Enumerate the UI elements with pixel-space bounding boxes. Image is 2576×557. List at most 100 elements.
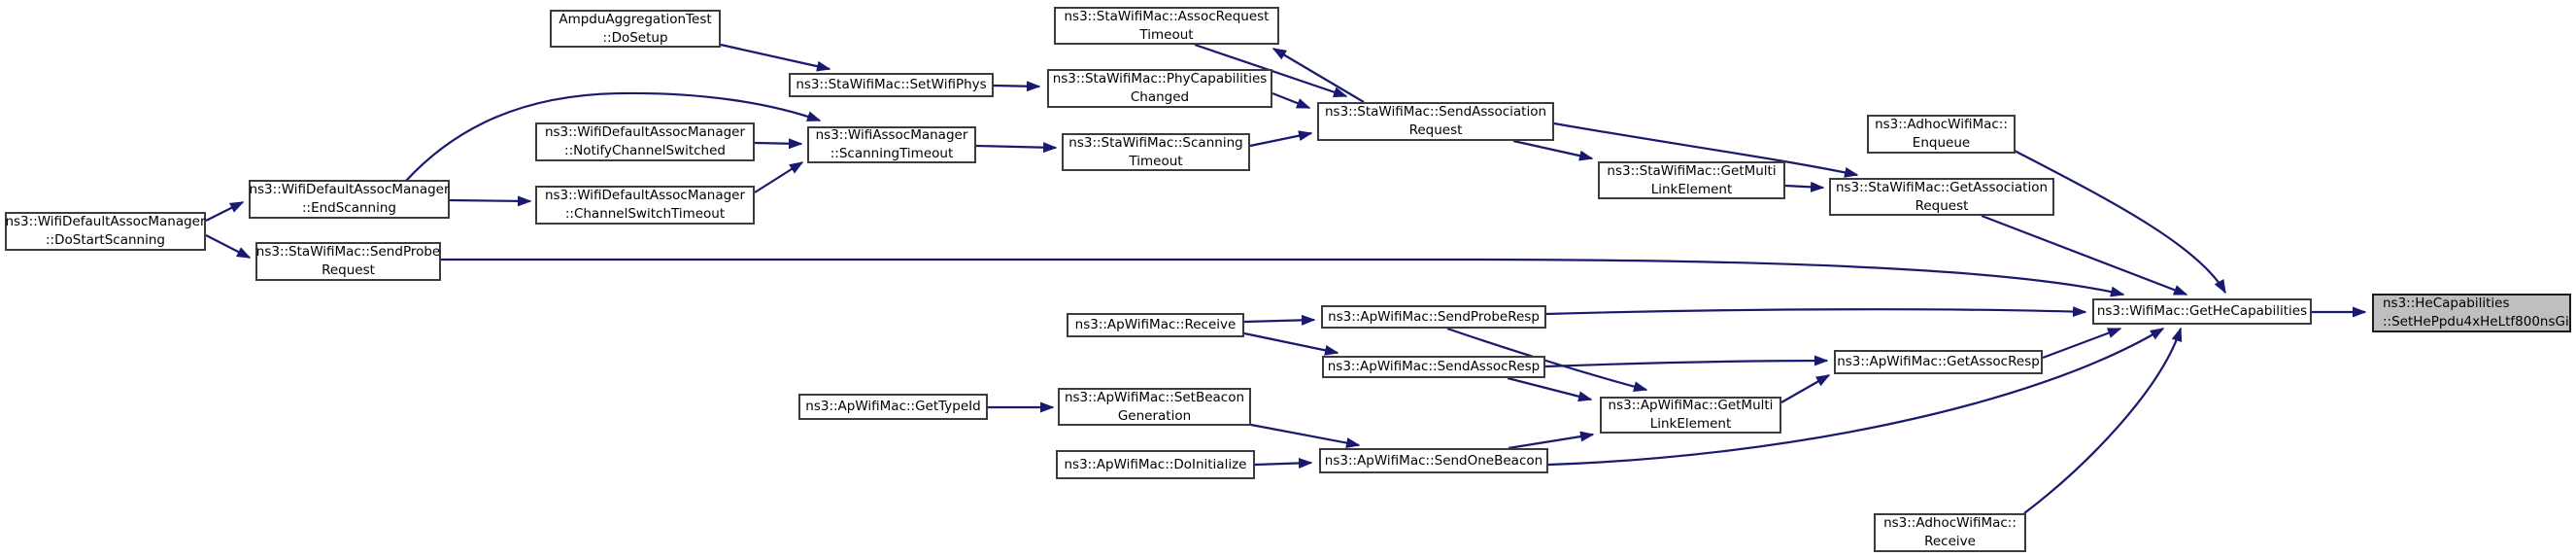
edge-ap-wifi-mac-send-one-beacon--to--wifi-mac-get-he-capabilities: [1547, 328, 2165, 467]
node-label: ns3::WifiDefaultAssocManager: [249, 182, 450, 197]
node-label: ns3::StaWifiMac::GetMulti: [1607, 162, 1777, 179]
edge-ampdu-aggregation-test-do-setup--to--sta-wifi-mac-set-wifi-phys: [720, 43, 831, 72]
node-label: LinkElement: [1649, 416, 1732, 432]
edge-sta-wifi-mac-send-association-request--to--sta-wifi-mac-get-association-request: [1553, 122, 1859, 178]
edge-sta-wifi-mac-send-association-request--to--sta-wifi-mac-get-multi-link-element: [1512, 139, 1594, 161]
node-label: Timeout: [1139, 26, 1194, 43]
node-label: ns3::WifiMac::GetHeCapabilities: [2096, 303, 2308, 319]
wifi-default-assoc-manager-notify-channel-switched-node[interactable]: ns3::WifiDefaultAssocManager::NotifyChan…: [535, 122, 755, 161]
edge-sta-wifi-mac-phy-capabilities-changed--to--sta-wifi-mac-send-association-request: [1271, 91, 1311, 110]
he-capabilities-set-he-ppdu4x-he-ltf800ns-gi-node: ns3::HeCapabilities::SetHePpdu4xHeLtf800…: [2372, 294, 2571, 332]
ap-wifi-mac-send-assoc-resp-node[interactable]: ns3::ApWifiMac::SendAssocResp: [1322, 356, 1545, 378]
edge-wifi-default-assoc-manager-end-scanning--to--wifi-assoc-manager-scanning-timeout: [405, 91, 822, 182]
edge-ap-wifi-mac-get-assoc-resp--to--wifi-mac-get-he-capabilities: [2042, 327, 2122, 360]
wifi-default-assoc-manager-channel-switch-timeout-node[interactable]: ns3::WifiDefaultAssocManager::ChannelSwi…: [535, 186, 755, 225]
edge-ap-wifi-mac-receive--to--ap-wifi-mac-send-probe-resp: [1243, 314, 1316, 326]
node-label: ns3::HeCapabilities: [2383, 296, 2510, 311]
adhoc-wifi-mac-receive-node[interactable]: ns3::AdhocWifiMac::Receive: [1874, 513, 2026, 552]
node-label: Receive: [1924, 534, 1976, 549]
edge-sta-wifi-mac-get-association-request--to--wifi-mac-get-he-capabilities: [1981, 214, 2188, 296]
node-label: ns3::WifiDefaultAssocManager: [544, 124, 746, 140]
node-label: Generation: [1117, 407, 1192, 424]
node-label: Request: [322, 262, 375, 278]
edge-wifi-default-assoc-manager-notify-channel-switched--to--wifi-assoc-manager-scanning-timeout: [754, 138, 803, 150]
wifi-default-assoc-manager-end-scanning-node[interactable]: ns3::WifiDefaultAssocManager::EndScannin…: [249, 180, 450, 219]
edge-sta-wifi-mac-get-multi-link-element--to--sta-wifi-mac-get-association-request: [1784, 181, 1825, 192]
ap-wifi-mac-send-probe-resp-node[interactable]: ns3::ApWifiMac::SendProbeResp: [1321, 305, 1546, 329]
node-label: Timeout: [1129, 153, 1183, 169]
node-label: ::SetHePpdu4xHeLtf800nsGi: [2383, 314, 2569, 330]
node-label: ns3::ApWifiMac::GetAssocResp: [1837, 354, 2040, 369]
edge-wifi-default-assoc-manager-channel-switch-timeout--to--wifi-assoc-manager-scanning-timeout: [754, 161, 804, 193]
node-label: ns3::WifiAssocManager: [815, 127, 968, 143]
ap-wifi-mac-get-type-id-node[interactable]: ns3::ApWifiMac::GetTypeId: [798, 394, 988, 420]
node-label: LinkElement: [1650, 181, 1733, 197]
edge-sta-wifi-mac-send-probe-request--to--wifi-mac-get-he-capabilities: [441, 258, 2125, 297]
edge-ap-wifi-mac-send-probe-resp--to--wifi-mac-get-he-capabilities: [1545, 306, 2087, 318]
node-label: ns3::ApWifiMac::GetMulti: [1608, 398, 1774, 413]
edge-ap-wifi-mac-get-multi-link-element--to--ap-wifi-mac-get-assoc-resp: [1780, 374, 1831, 403]
ap-wifi-mac-receive-node[interactable]: ns3::ApWifiMac::Receive: [1067, 313, 1244, 337]
edge-adhoc-wifi-mac-enqueue--to--wifi-mac-get-he-capabilities: [2012, 149, 2226, 295]
edge-ap-wifi-mac-send-one-beacon--to--ap-wifi-mac-get-multi-link-element: [1508, 431, 1595, 450]
edge-sta-wifi-mac-send-association-request--to--sta-wifi-mac-assoc-request-timeout: [1271, 48, 1365, 103]
node-label: ns3::WifiDefaultAssocManager: [5, 214, 206, 229]
node-label: ns3::ApWifiMac::SendOneBeacon: [1324, 452, 1543, 469]
node-label: ::NotifyChannelSwitched: [564, 143, 726, 158]
node-label: ns3::StaWifiMac::Scanning: [1068, 134, 1243, 151]
edge-wifi-assoc-manager-scanning-timeout--to--sta-wifi-mac-scanning-timeout: [975, 142, 1058, 154]
edge-ap-wifi-mac-do-initialize--to--ap-wifi-mac-send-one-beacon: [1254, 457, 1313, 469]
edge-wifi-default-assoc-manager-end-scanning--to--wifi-default-assoc-manager-channel-switch-timeout: [449, 195, 532, 207]
node-label: ns3::ApWifiMac::Receive: [1074, 317, 1237, 332]
ap-wifi-mac-do-initialize-node[interactable]: ns3::ApWifiMac::DoInitialize: [1056, 450, 1255, 479]
edge-ap-wifi-mac-set-beacon-generation--to--ap-wifi-mac-send-one-beacon: [1250, 423, 1361, 448]
edge-wifi-default-assoc-manager-do-start-scanning--to--sta-wifi-mac-send-probe-request: [205, 234, 252, 259]
edge-ap-wifi-mac-receive--to--ap-wifi-mac-send-assoc-resp: [1243, 331, 1339, 356]
edge-adhoc-wifi-mac-receive--to--wifi-mac-get-he-capabilities: [2023, 327, 2183, 514]
edge-ap-wifi-mac-send-assoc-resp--to--ap-wifi-mac-get-multi-link-element: [1507, 376, 1593, 402]
node-label: ns3::StaWifiMac::SendProbe: [255, 244, 441, 260]
node-label: ns3::StaWifiMac::SetWifiPhys: [796, 77, 987, 92]
node-label: ns3::WifiDefaultAssocManager: [544, 188, 746, 203]
wifi-assoc-manager-scanning-timeout-node[interactable]: ns3::WifiAssocManager::ScanningTimeout: [807, 126, 976, 163]
node-label: Enqueue: [1912, 135, 1971, 151]
call-edges: [205, 43, 2367, 514]
node-label: ns3::ApWifiMac::GetTypeId: [805, 399, 981, 414]
node-label: Request: [1915, 197, 1969, 214]
node-label: ns3::AdhocWifiMac::: [1883, 515, 2017, 531]
wifi-mac-get-he-capabilities-node[interactable]: ns3::WifiMac::GetHeCapabilities: [2092, 298, 2312, 325]
wifi-default-assoc-manager-do-start-scanning-node[interactable]: ns3::WifiDefaultAssocManager::DoStartSca…: [5, 212, 206, 251]
adhoc-wifi-mac-enqueue-node[interactable]: ns3::AdhocWifiMac::Enqueue: [1867, 115, 2016, 154]
node-label: ns3::StaWifiMac::SendAssociation: [1324, 104, 1547, 120]
node-label: ::ScanningTimeout: [830, 146, 954, 161]
sta-wifi-mac-set-wifi-phys-node[interactable]: ns3::StaWifiMac::SetWifiPhys: [789, 73, 994, 97]
edge-sta-wifi-mac-set-wifi-phys--to--sta-wifi-mac-phy-capabilities-changed: [993, 81, 1041, 92]
node-label: ::DoStartScanning: [46, 232, 165, 248]
node-label: ns3::ApWifiMac::SendProbeResp: [1328, 308, 1540, 325]
node-label: ::DoSetup: [602, 29, 668, 46]
ap-wifi-mac-send-one-beacon-node[interactable]: ns3::ApWifiMac::SendOneBeacon: [1319, 448, 1548, 473]
node-label: ns3::StaWifiMac::AssocRequest: [1064, 8, 1270, 24]
node-label: ::EndScanning: [301, 200, 396, 216]
edge-ap-wifi-mac-send-probe-resp--to--ap-wifi-mac-get-multi-link-element: [1446, 327, 1648, 393]
node-label: ::ChannelSwitchTimeout: [564, 206, 726, 222]
node-label: Request: [1408, 122, 1463, 138]
node-label: ns3::ApWifiMac::DoInitialize: [1064, 456, 1247, 472]
ampdu-aggregation-test-do-setup-node[interactable]: AmpduAggregationTest::DoSetup: [550, 10, 721, 48]
node-label: ns3::ApWifiMac::SendAssocResp: [1327, 359, 1541, 374]
edge-wifi-default-assoc-manager-do-start-scanning--to--wifi-default-assoc-manager-end-scanning: [205, 201, 245, 222]
edge-ap-wifi-mac-send-assoc-resp--to--ap-wifi-mac-get-assoc-resp: [1544, 355, 1829, 368]
ap-wifi-mac-get-assoc-resp-node[interactable]: ns3::ApWifiMac::GetAssocResp: [1834, 350, 2043, 374]
node-label: AmpduAggregationTest: [559, 11, 712, 27]
node-label: ns3::StaWifiMac::PhyCapabilities: [1052, 71, 1268, 87]
